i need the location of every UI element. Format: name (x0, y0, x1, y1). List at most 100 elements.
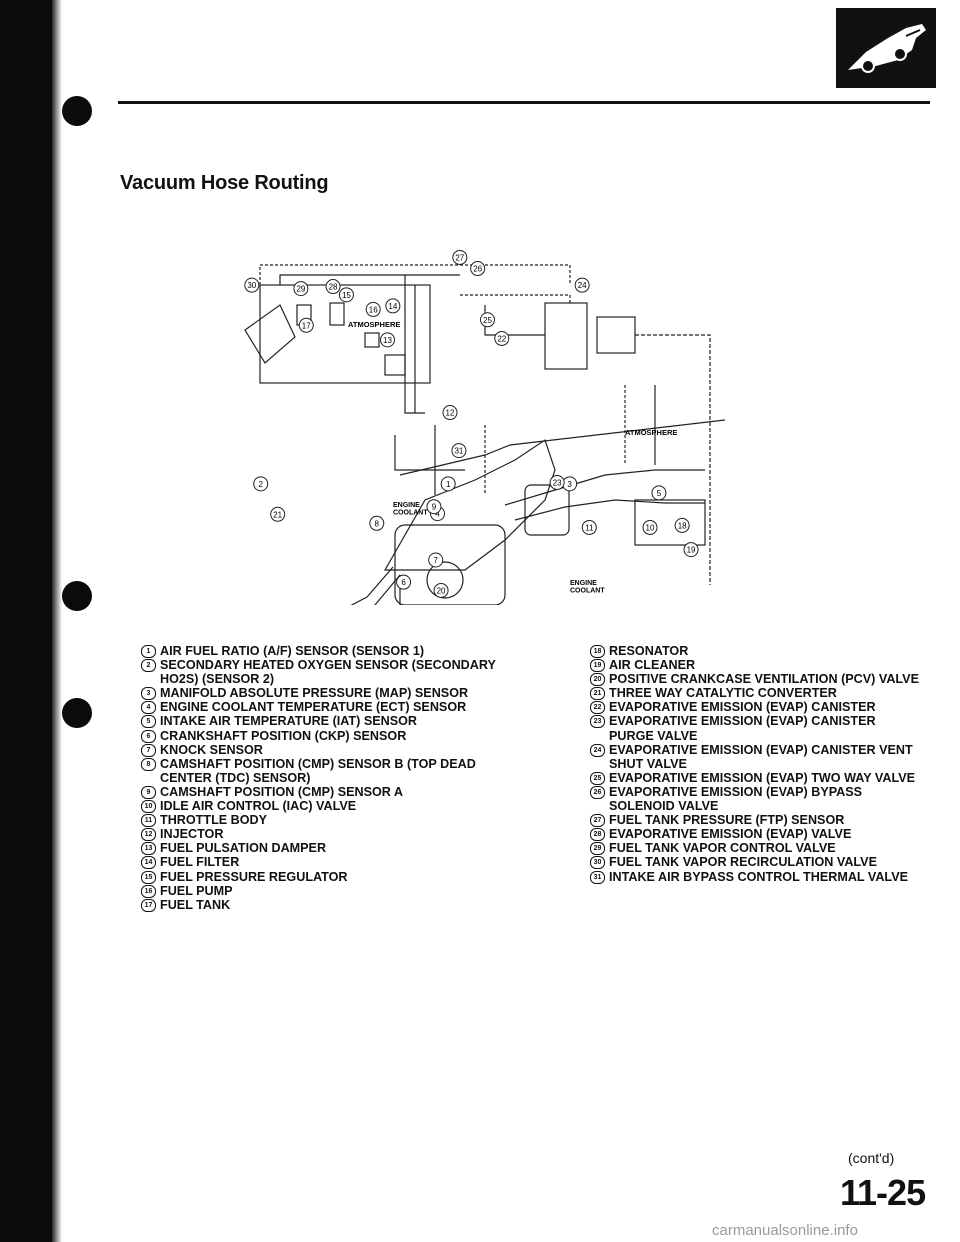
legend-item: 17 FUEL TANK (141, 898, 511, 912)
svg-text:27: 27 (455, 253, 464, 262)
svg-text:13: 13 (383, 336, 392, 345)
callout-25: 25 (480, 312, 495, 328)
svg-text:25: 25 (483, 316, 492, 325)
legend-number-marker: 9 (141, 785, 156, 799)
callout-22: 22 (494, 330, 510, 346)
svg-text:1: 1 (446, 480, 451, 489)
svg-text:14: 14 (388, 302, 397, 311)
air-cleaner-box (634, 499, 706, 546)
binding-shadow (52, 0, 62, 1242)
binder-hole-middle (62, 581, 92, 611)
legend-text: AIR CLEANER (609, 658, 696, 673)
legend-number-marker: 29 (590, 842, 605, 856)
legend-number-marker: 30 (590, 856, 605, 870)
fuel-filler-pipe (244, 304, 296, 364)
callout-14: 14 (385, 298, 401, 314)
callout-15: 15 (338, 287, 354, 303)
binder-hole-top (62, 96, 92, 126)
svg-text:7: 7 (433, 556, 438, 565)
callout-2: 2 (253, 476, 269, 492)
svg-text:6: 6 (401, 578, 406, 587)
legend-number-marker: 17 (141, 898, 156, 912)
page-binding-edge (0, 0, 52, 1242)
legend-text: SECONDARY HEATED OXYGEN SENSOR (SECONDAR… (160, 658, 496, 687)
legend-number-marker: 21 (590, 687, 605, 701)
svg-text:2: 2 (258, 480, 263, 489)
legend-text: POSITIVE CRANKCASE VENTILATION (PCV) VAL… (609, 672, 919, 687)
legend-number-marker: 6 (141, 729, 156, 743)
legend-text: FUEL PULSATION DAMPER (160, 841, 327, 856)
svg-text:9: 9 (432, 503, 437, 512)
legend-text: RESONATOR (609, 644, 689, 658)
legend-text: FUEL PUMP (160, 883, 233, 898)
legend-item: 9 CAMSHAFT POSITION (CMP) SENSOR A (141, 785, 511, 799)
legend-number-marker: 2 (141, 659, 156, 673)
legend-text: FUEL TANK (160, 897, 231, 912)
svg-text:12: 12 (446, 409, 455, 418)
callout-20: 20 (433, 582, 449, 598)
svg-text:21: 21 (273, 510, 282, 519)
callout-27: 27 (452, 249, 468, 265)
legend-number-marker: 23 (590, 715, 605, 729)
callout-3: 3 (562, 476, 578, 492)
legend-text: CAMSHAFT POSITION (CMP) SENSOR A (160, 784, 404, 799)
callout-23: 23 (549, 474, 565, 490)
callout-17: 17 (298, 317, 314, 333)
svg-text:26: 26 (473, 265, 482, 274)
engine-block (394, 524, 506, 605)
callout-30: 30 (244, 277, 260, 293)
section-car-icon (836, 8, 936, 88)
svg-text:5: 5 (657, 489, 662, 498)
svg-text:30: 30 (247, 281, 256, 290)
callout-19: 19 (683, 542, 699, 558)
page-title: Vacuum Hose Routing (120, 172, 329, 194)
legend-number-marker: 11 (141, 814, 156, 828)
legend-text: INJECTOR (160, 827, 224, 842)
callout-9: 9 (426, 499, 442, 515)
svg-text:8: 8 (375, 519, 380, 528)
legend-text: INTAKE AIR TEMPERATURE (IAT) SENSOR (160, 714, 418, 729)
svg-text:29: 29 (296, 285, 305, 294)
legend-text: MANIFOLD ABSOLUTE PRESSURE (MAP) SENSOR (160, 686, 469, 701)
svg-text:16: 16 (369, 305, 378, 314)
atmosphere-label-top: ATMOSPHERE (348, 320, 400, 329)
svg-text:10: 10 (646, 523, 655, 532)
continued-note: (cont'd) (848, 1150, 895, 1166)
callout-13: 13 (380, 332, 395, 348)
legend-text: ENGINE COOLANT TEMPERATURE (ECT) SENSOR (160, 700, 467, 715)
fuel-tank-outline (259, 284, 431, 384)
legend-text: EVAPORATIVE EMISSION (EVAP) BYPASS SOLEN… (609, 784, 863, 814)
binder-hole-bottom (62, 698, 92, 728)
legend-number-marker: 14 (141, 856, 156, 870)
legend-text: FUEL FILTER (160, 855, 240, 870)
callout-12: 12 (442, 405, 458, 421)
crankshaft-pulley (426, 561, 464, 599)
callout-10: 10 (642, 519, 658, 535)
svg-text:18: 18 (678, 521, 687, 530)
legend-number-marker: 26 (590, 785, 605, 799)
